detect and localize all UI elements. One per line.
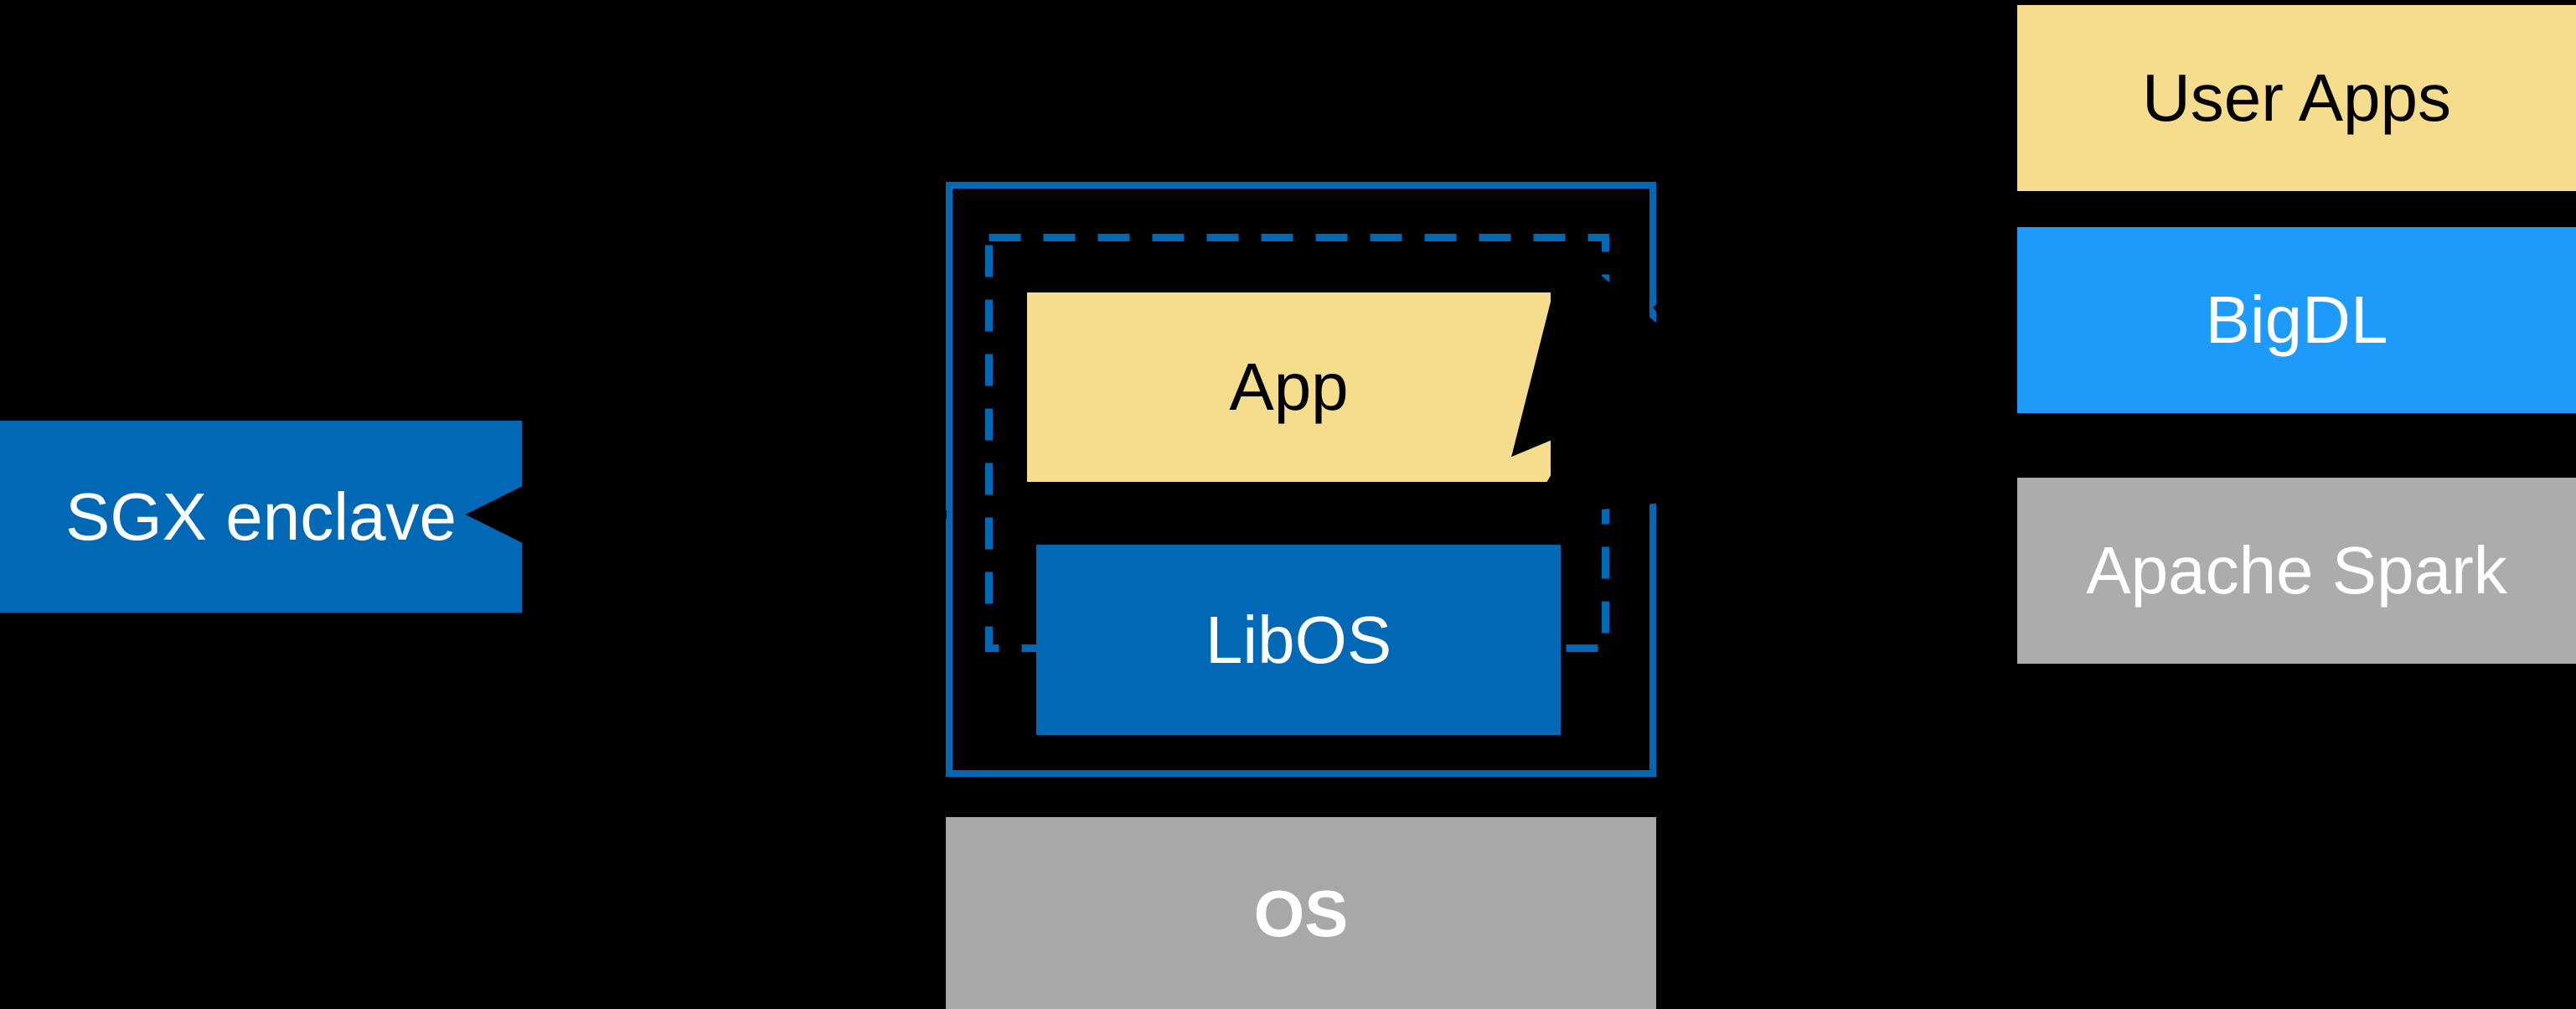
user-apps-box: User Apps [2017, 5, 2576, 191]
libos-box: LibOS [1036, 545, 1561, 735]
apache-spark-label: Apache Spark [2086, 533, 2507, 608]
user-apps-label: User Apps [2141, 60, 2452, 135]
app-label: App [1229, 349, 1349, 424]
os-label: OS [1253, 876, 1349, 950]
bigdl-box: BigDL [2017, 227, 2576, 413]
libos-label: LibOS [1205, 602, 1392, 677]
app-box: App [1027, 292, 1551, 482]
bigdl-label: BigDL [2205, 282, 2388, 357]
os-box: OS [946, 817, 1656, 1009]
apache-spark-box: Apache Spark [2017, 478, 2576, 664]
sgx-enclave-box: SGX enclave [0, 421, 522, 613]
sgx-enclave-label: SGX enclave [65, 479, 457, 554]
